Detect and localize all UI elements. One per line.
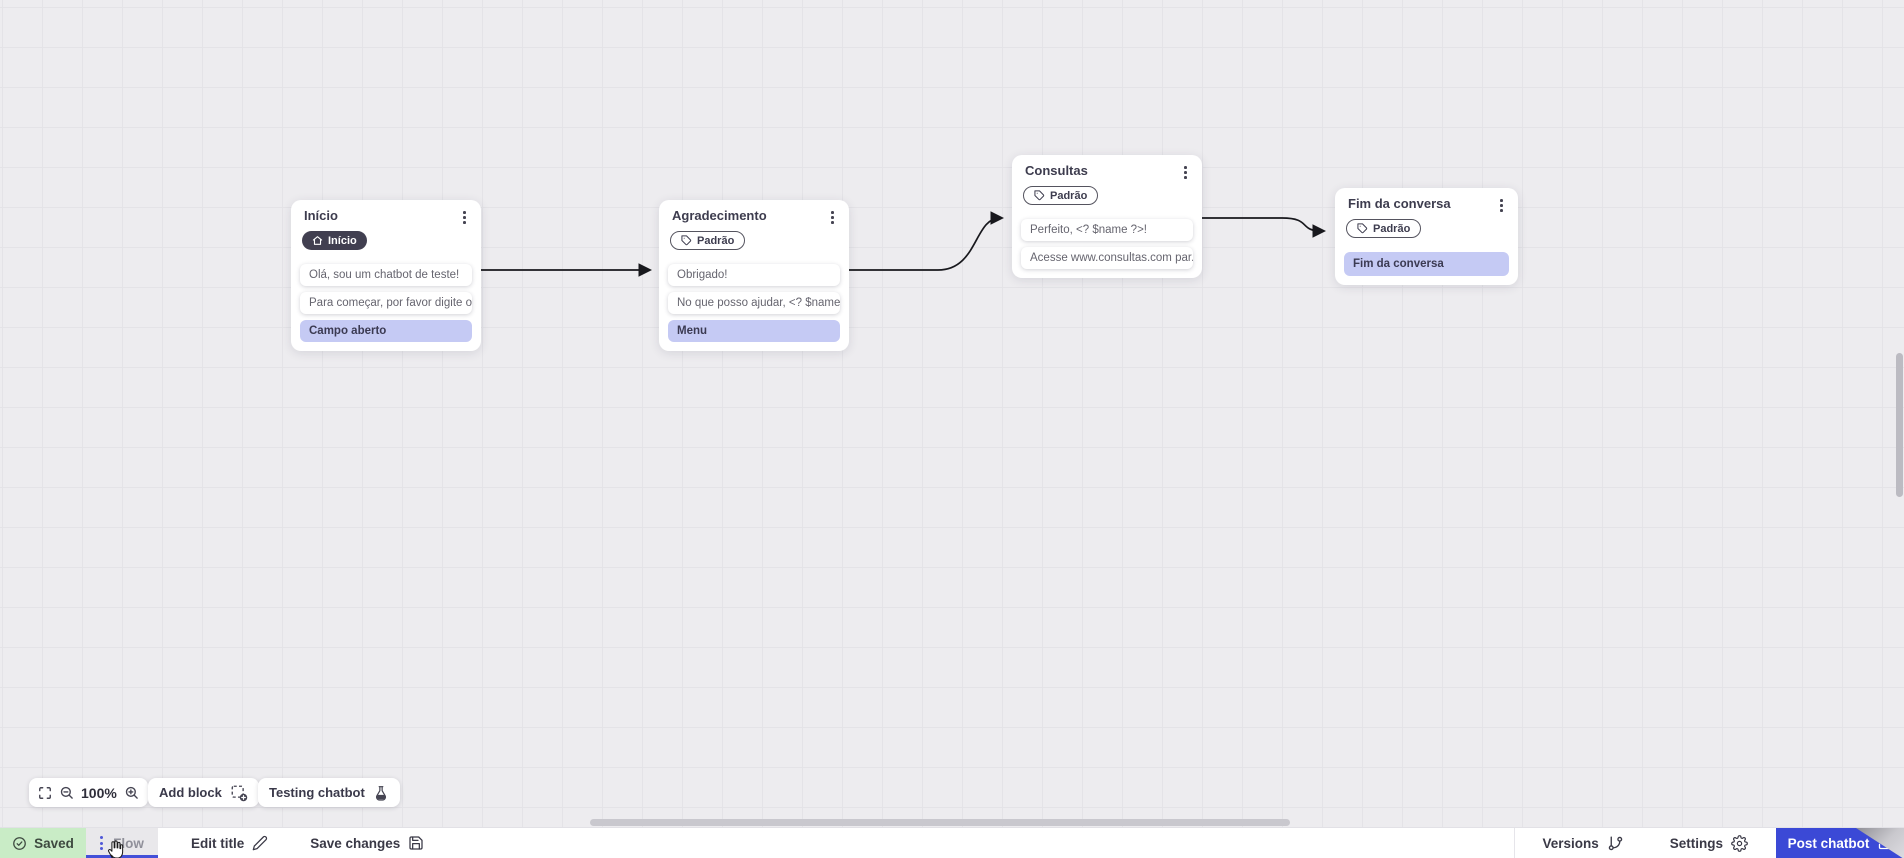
node-type-badge: Início (302, 231, 367, 250)
edit-title-button[interactable]: Edit title (191, 828, 268, 858)
tag-icon (1357, 223, 1368, 234)
branch-icon (1607, 835, 1624, 852)
add-block-icon (231, 785, 248, 801)
node-title: Início (304, 208, 338, 223)
node-menu-icon[interactable] (1496, 196, 1507, 215)
gear-icon (1731, 834, 1748, 852)
zoom-out-icon[interactable] (59, 785, 74, 800)
flask-icon (375, 785, 386, 801)
node-type-badge: Padrão (1346, 219, 1422, 238)
saved-label: Saved (34, 835, 74, 851)
fullscreen-icon[interactable] (38, 786, 52, 800)
versions-label: Versions (1542, 835, 1599, 851)
vertical-scrollbar[interactable] (1896, 353, 1903, 497)
statusbar-spacer (424, 828, 1514, 858)
pencil-icon (252, 835, 268, 851)
add-block-label: Add block (159, 785, 222, 800)
message-bubble[interactable]: No que posso ajudar, <? $name ... (668, 292, 840, 314)
tag-icon (1034, 190, 1045, 201)
testing-chatbot-button[interactable]: Testing chatbot (258, 778, 400, 807)
message-bubble[interactable]: Para começar, por favor digite o ... (300, 292, 472, 314)
message-bubble[interactable]: Acesse www.consultas.com par... (1021, 247, 1193, 269)
save-changes-label: Save changes (310, 835, 401, 851)
zoom-toolbar: 100% (29, 778, 148, 807)
node-title: Fim da conversa (1348, 196, 1451, 211)
node-type-badge: Padrão (670, 231, 746, 250)
zoom-in-icon[interactable] (124, 785, 139, 800)
node-menu-icon[interactable] (827, 208, 838, 227)
add-block-button[interactable]: Add block (148, 778, 259, 807)
horizontal-scrollbar[interactable] (590, 819, 1290, 826)
node-title: Agradecimento (672, 208, 767, 223)
flow-node-fim-da-conversa[interactable]: Fim da conversa Padrão Fim da conversa (1335, 188, 1518, 285)
testing-chatbot-label: Testing chatbot (269, 785, 365, 800)
post-chatbot-button[interactable]: Post chatbot (1776, 828, 1904, 858)
zoom-level: 100% (81, 784, 117, 801)
flow-canvas[interactable] (0, 0, 1904, 827)
flow-node-agradecimento[interactable]: Agradecimento Padrão Obrigado! No que po… (659, 200, 849, 351)
statusbar-divider (1514, 828, 1516, 858)
message-bubble[interactable]: Obrigado! (668, 264, 840, 286)
saved-status-badge: Saved (0, 828, 86, 858)
action-block[interactable]: Fim da conversa (1344, 252, 1509, 276)
check-circle-icon (12, 836, 27, 851)
action-block[interactable]: Campo aberto (300, 320, 472, 342)
home-icon (312, 236, 323, 245)
message-bubble[interactable]: Perfeito, <? $name ?>! (1021, 219, 1193, 241)
save-icon (408, 835, 424, 851)
message-bubble[interactable]: Olá, sou um chatbot de teste! (300, 264, 472, 286)
settings-label: Settings (1669, 835, 1723, 851)
node-title: Consultas (1025, 163, 1088, 178)
node-menu-icon[interactable] (459, 208, 470, 227)
post-chatbot-label: Post chatbot (1787, 835, 1870, 851)
status-bar: Saved Flow Edit title Save changes Versi… (0, 827, 1904, 858)
node-menu-icon[interactable] (1180, 163, 1191, 182)
action-block[interactable]: Menu (668, 320, 840, 342)
flow-menu-icon[interactable] (100, 835, 104, 851)
flow-node-consultas[interactable]: Consultas Padrão Perfeito, <? $name ?>! … (1012, 155, 1202, 278)
save-changes-button[interactable]: Save changes (310, 828, 424, 858)
settings-button[interactable]: Settings (1660, 828, 1758, 858)
flow-node-inicio[interactable]: Início Início Olá, sou um chatbot de tes… (291, 200, 481, 351)
edit-title-label: Edit title (191, 835, 245, 851)
node-type-badge: Padrão (1023, 186, 1099, 205)
tag-icon (681, 235, 692, 246)
versions-button[interactable]: Versions (1532, 828, 1633, 858)
mouse-cursor-pointer (108, 840, 124, 858)
